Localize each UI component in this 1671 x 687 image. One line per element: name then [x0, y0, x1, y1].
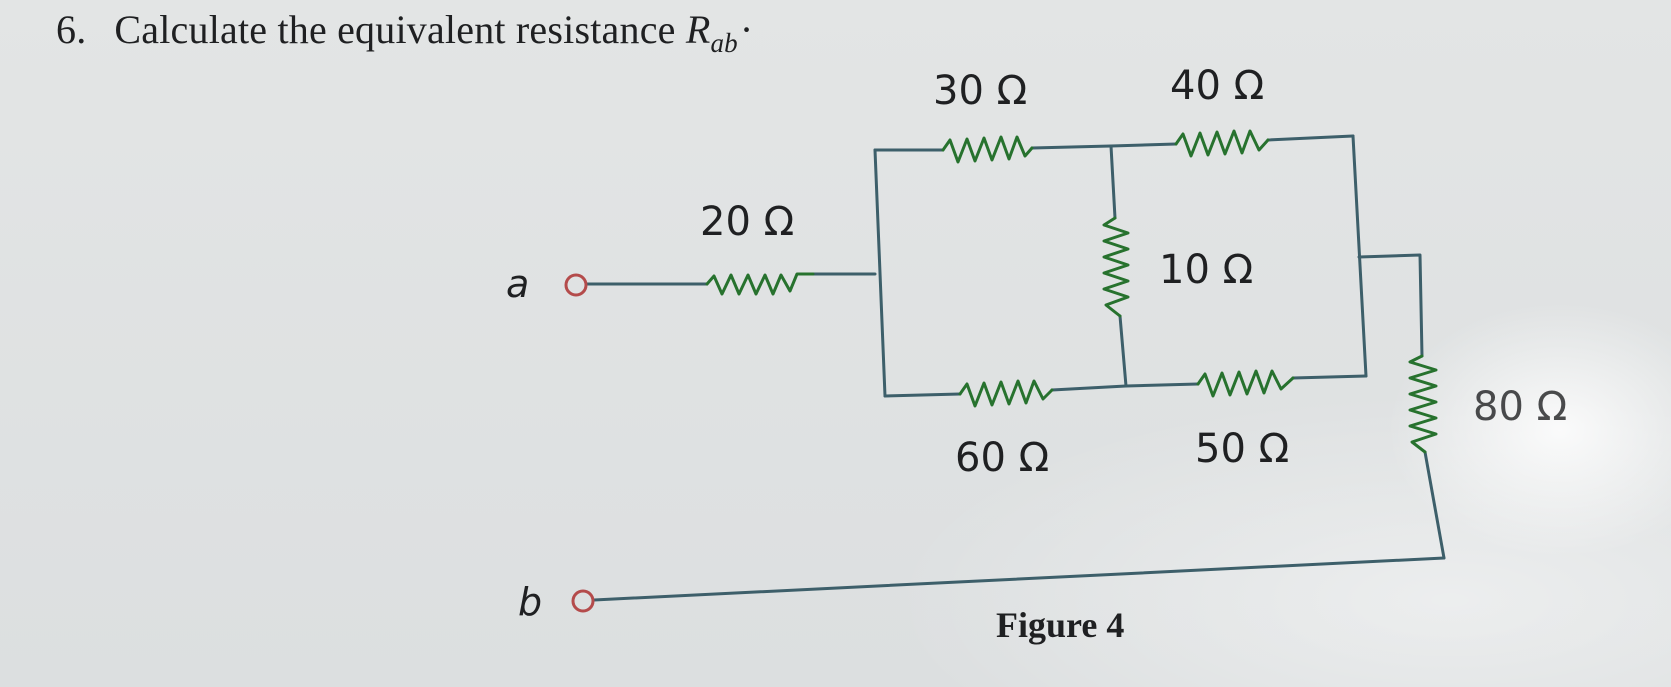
resistor-60-label: 60 Ω [955, 435, 1049, 481]
resistor-30-label: 30 Ω [933, 68, 1027, 114]
node-label-b: b [518, 580, 542, 624]
terminal-b [571, 589, 595, 613]
resistor-10-zigzag [1102, 216, 1130, 318]
wire-mid-to-40 [1109, 142, 1178, 148]
resistors [705, 129, 1438, 454]
question-text: 6. Calculate the equivalent resistance Ra… [56, 6, 753, 59]
resistor-80-label: 80 Ω [1473, 384, 1567, 430]
resistor-40-label: 40 Ω [1170, 63, 1264, 109]
resistance-subscript: ab [710, 28, 738, 58]
wires [585, 134, 1446, 602]
terminal-a [564, 273, 588, 297]
wire-30-to-mid-node [1030, 144, 1113, 150]
resistor-20-label: 20 Ω [700, 199, 794, 245]
resistance-symbol: R [685, 7, 711, 52]
wire-60-to-left-bottom [883, 392, 962, 398]
wire-mid-vertical-top [1109, 144, 1117, 220]
wire-right-to-50 [1291, 374, 1368, 380]
figure-caption: Figure 4 [996, 605, 1124, 645]
resistor-10-label: 10 Ω [1159, 247, 1253, 293]
resistor-60-zigzag [958, 379, 1054, 408]
wire-right-to-80 [1357, 253, 1424, 358]
wire-mid-vertical-bottom [1118, 314, 1128, 388]
wire-40-to-right-top [1266, 134, 1355, 142]
node-label-a: a [506, 262, 529, 306]
resistor-30-zigzag [941, 135, 1034, 164]
resistor-40-zigzag [1174, 129, 1270, 158]
question-prompt: Calculate the equivalent resistance [114, 7, 686, 52]
wire-left-rail [873, 148, 887, 398]
question-trailing-dot: · [739, 7, 754, 52]
resistor-20-zigzag [705, 272, 815, 296]
wire-50-to-mid-bottom [1124, 382, 1200, 388]
resistor-80-zigzag [1408, 354, 1438, 454]
wire-mid-bottom-to-60 [1050, 384, 1128, 392]
resistor-50-label: 50 Ω [1195, 426, 1289, 472]
resistor-50-zigzag [1196, 369, 1295, 398]
wire-bottom-return [592, 556, 1446, 602]
wire-80-to-bottom [1423, 450, 1446, 560]
question-number: 6. [56, 7, 87, 52]
